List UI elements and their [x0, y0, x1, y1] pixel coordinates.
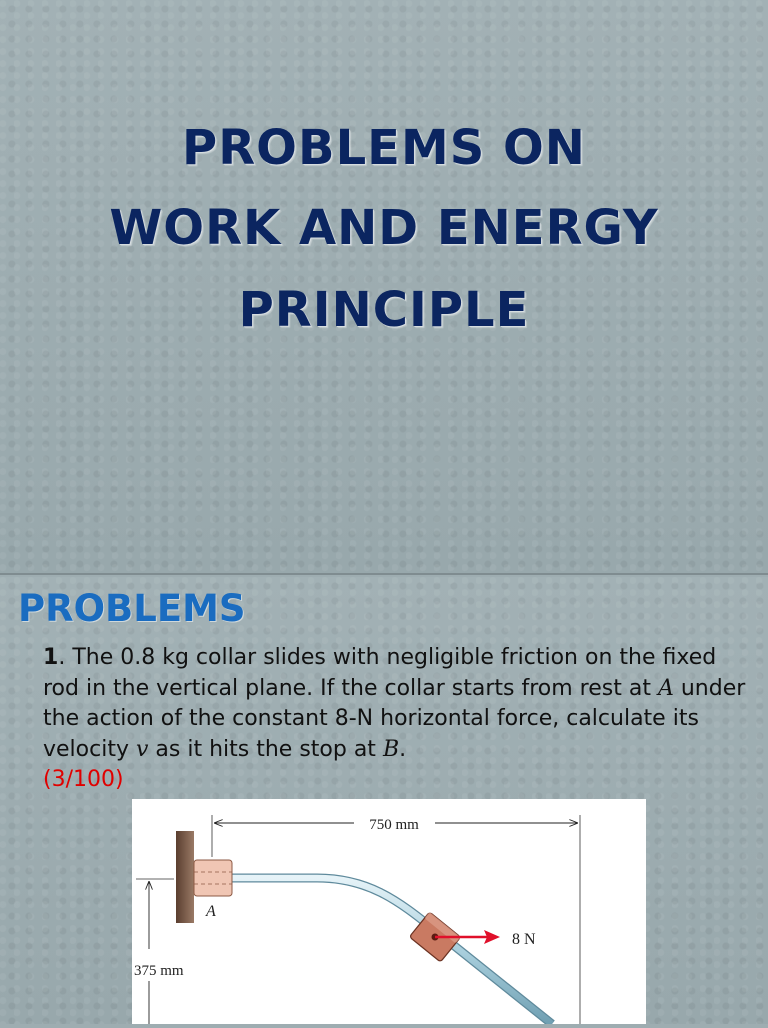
problems-heading: PROBLEMS	[18, 587, 246, 630]
force-arrow	[435, 930, 500, 944]
height-dimension: 375 mm	[134, 878, 184, 1024]
height-label: 375 mm	[134, 963, 184, 979]
fixed-rod	[194, 874, 555, 1027]
problem-number: 1	[43, 645, 59, 670]
problems-slide: PROBLEMS 1. The 0.8 kg collar slides wit…	[0, 577, 768, 1028]
rod-outline	[194, 873, 555, 1028]
problem-figure: 750 mm 375 mm A	[132, 799, 646, 1028]
problem-text-part2: under the action of the constant 8-N hor…	[43, 675, 746, 762]
collar-at-a	[193, 859, 233, 897]
title-line-3: PRINCIPLE	[238, 282, 530, 338]
point-a-label: A	[205, 903, 216, 920]
problem-text-end: .	[399, 736, 407, 762]
number-separator: .	[58, 645, 73, 670]
wall-support	[176, 831, 194, 923]
problem-text-part3: as it hits the stop at	[148, 736, 383, 762]
width-dimension: 750 mm	[211, 815, 581, 1024]
velocity-symbol: v	[135, 736, 149, 762]
point-a-symbol: A	[657, 675, 674, 701]
title-slide: PROBLEMS ON WORK AND ENERGY PRINCIPLE	[0, 0, 768, 575]
title-line-1: PROBLEMS ON	[182, 120, 586, 176]
problem-text-part1: The 0.8 kg collar slides with negligible…	[43, 645, 717, 701]
title-line-2: WORK AND ENERGY	[109, 200, 659, 256]
problem-reference: (3/100)	[43, 767, 124, 792]
width-label: 750 mm	[369, 817, 419, 833]
problem-statement: 1. The 0.8 kg collar slides with negligi…	[43, 643, 753, 796]
force-label: 8 N	[512, 931, 536, 948]
point-b-symbol: B	[382, 736, 400, 762]
collar-rod-diagram: 750 mm 375 mm A	[134, 815, 581, 1028]
